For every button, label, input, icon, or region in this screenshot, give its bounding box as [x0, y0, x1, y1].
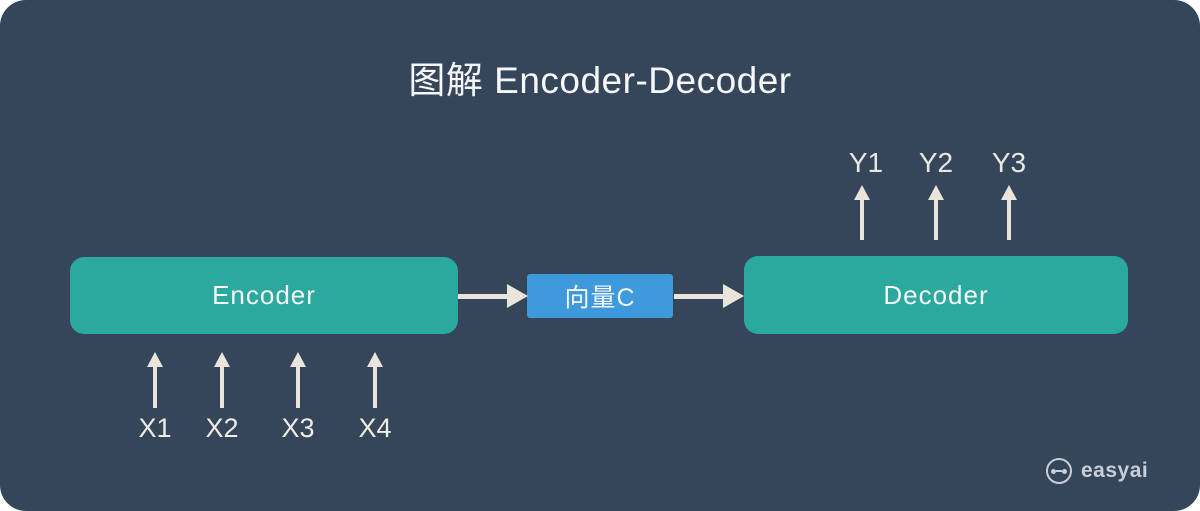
decoder-box: Decoder — [744, 256, 1128, 334]
encoder-label: Encoder — [212, 280, 316, 310]
arrow-head — [928, 185, 944, 200]
arrow-up-icon — [928, 185, 944, 240]
encoder-box: Encoder — [70, 257, 458, 334]
input-label-x2: X2 — [205, 413, 239, 443]
arrow-head — [1001, 185, 1017, 200]
arrow-right-icon — [674, 284, 744, 308]
arrow-up-icon — [214, 352, 230, 408]
arrow-shaft — [458, 293, 507, 299]
logo-dot — [1062, 468, 1067, 474]
vector-c-label: 向量C — [564, 284, 636, 312]
page-title: 图解 Encoder-Decoder — [408, 60, 792, 101]
arrow-head — [147, 352, 163, 367]
vector-c-box: 向量C — [527, 274, 673, 318]
arrow-shaft — [296, 367, 300, 408]
arrow-up-icon — [854, 185, 870, 240]
arrow-head — [367, 352, 383, 367]
arrow-up-icon — [147, 352, 163, 408]
logo-text: easyai — [1081, 459, 1149, 482]
arrow-shaft — [373, 367, 377, 408]
arrow-up-icon — [290, 352, 306, 408]
arrow-head — [854, 185, 870, 200]
arrow-head — [723, 284, 744, 308]
easyai-logo-icon — [1046, 458, 1072, 484]
easyai-logo: easyai — [1046, 458, 1148, 484]
robot-eyes-icon — [1051, 468, 1067, 474]
input-label-x4: X4 — [358, 413, 392, 443]
logo-dot — [1051, 468, 1056, 474]
logo-bridge — [1056, 470, 1062, 472]
output-label-y3: Y3 — [991, 147, 1027, 178]
arrow-shaft — [674, 293, 723, 299]
arrow-shaft — [860, 200, 864, 240]
input-label-x1: X1 — [138, 413, 172, 443]
arrow-right-icon — [458, 284, 528, 308]
input-label-x3: X3 — [281, 413, 315, 443]
arrow-shaft — [934, 200, 938, 240]
arrow-head — [214, 352, 230, 367]
arrow-head — [290, 352, 306, 367]
output-label-y2: Y2 — [918, 147, 954, 178]
arrow-up-icon — [1001, 185, 1017, 240]
decoder-label: Decoder — [883, 279, 989, 310]
output-label-y1: Y1 — [848, 147, 884, 178]
arrow-shaft — [153, 367, 157, 408]
arrow-head — [507, 284, 528, 308]
arrow-shaft — [1007, 200, 1011, 240]
arrow-shaft — [220, 367, 224, 408]
arrow-up-icon — [367, 352, 383, 408]
